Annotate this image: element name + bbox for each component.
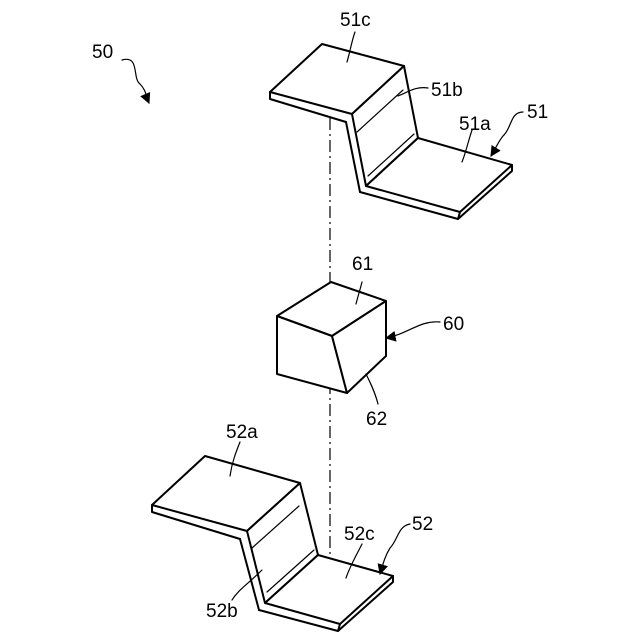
label-52c: 52c	[344, 524, 375, 545]
label-51b: 51b	[431, 80, 463, 101]
label-51a: 51a	[459, 114, 491, 135]
block-arrow	[386, 322, 440, 338]
lower-plate-arrow	[380, 524, 410, 574]
leader-52b	[232, 570, 262, 600]
leader-62	[366, 374, 378, 404]
label-52a: 52a	[226, 422, 258, 443]
upper-plate-arrow	[491, 112, 523, 156]
label-62: 62	[366, 409, 387, 430]
label-61: 61	[352, 254, 373, 275]
label-60: 60	[443, 314, 464, 335]
label-51: 51	[527, 102, 548, 123]
label-52: 52	[412, 514, 433, 535]
block	[277, 282, 386, 393]
label-52b: 52b	[206, 601, 238, 622]
label-50: 50	[92, 42, 113, 63]
label-51c: 51c	[340, 10, 371, 31]
assembly-arrow	[122, 59, 149, 103]
